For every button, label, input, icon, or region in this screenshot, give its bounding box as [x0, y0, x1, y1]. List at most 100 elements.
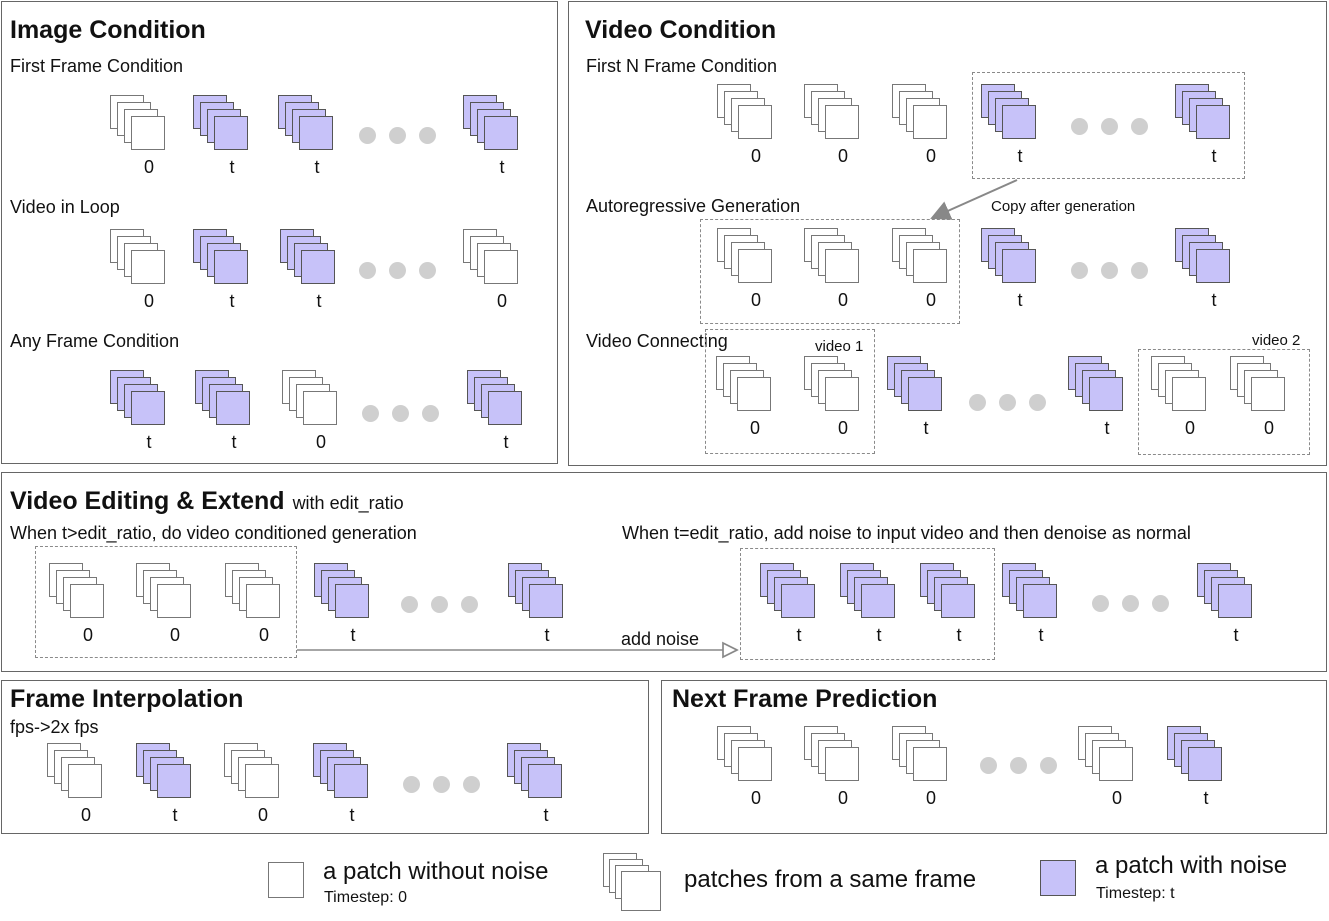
first-frame-3-noisy-patch-stack — [278, 95, 338, 155]
edit-left-3-clean-patch-stack — [225, 563, 285, 623]
ellipsis-dot — [389, 127, 406, 144]
ellipsis-dots-4 — [1071, 118, 1151, 135]
autoregressive-caption: Autoregressive Generation — [586, 196, 801, 216]
ellipsis-dot — [1152, 595, 1169, 612]
video-connecting-3-timestep-label: t — [923, 418, 929, 438]
video-in-loop-caption: Video in Loop — [10, 197, 120, 217]
video-connecting-5-clean-patch-stack — [1151, 356, 1211, 416]
any-frame-4-timestep-label: t — [503, 432, 509, 452]
first-frame-4-noisy-patch-stack — [463, 95, 523, 155]
ellipsis-dot — [362, 405, 379, 422]
first-frame-1-clean-patch-stack — [110, 95, 170, 155]
ellipsis-dots-8 — [1092, 595, 1172, 612]
autoregressive-5-timestep-label: t — [1211, 290, 1217, 310]
first-n-4-noisy-patch-stack — [981, 84, 1041, 144]
image-condition-title: Image Condition — [10, 16, 206, 44]
ellipsis-dot — [419, 127, 436, 144]
ellipsis-dot — [980, 757, 997, 774]
edit-right-1-noisy-patch-stack — [760, 563, 820, 623]
first-n-1-clean-patch-stack — [717, 84, 777, 144]
ellipsis-dots-5 — [1071, 262, 1151, 279]
legend-noisy-patch — [1040, 860, 1076, 896]
next-frame-panel: Next Frame Prediction — [661, 680, 1327, 834]
video-loop-1-clean-patch-stack — [110, 229, 170, 289]
edit-right-caption: When t=edit_ratio, add noise to input vi… — [622, 523, 1191, 543]
video-connecting-3-noisy-patch-stack — [887, 356, 947, 416]
autoregressive-4-noisy-patch-stack — [981, 228, 1041, 288]
video-1-group — [705, 329, 875, 454]
ellipsis-dots-10 — [980, 757, 1060, 774]
first-n-3-timestep-label: 0 — [925, 146, 936, 166]
video-loop-4-clean-patch-stack — [463, 229, 523, 289]
ellipsis-dot — [1122, 595, 1139, 612]
ellipsis-dot — [389, 262, 406, 279]
autoregressive-4-timestep-label: t — [1017, 290, 1023, 310]
legend-clean-patch — [268, 862, 304, 898]
edit-right-3-timestep-label: t — [956, 625, 962, 645]
legend-patch-stack — [603, 853, 663, 913]
video-condition-title: Video Condition — [585, 16, 777, 44]
first-frame-2-noisy-patch-stack — [193, 95, 253, 155]
any-frame-2-noisy-patch-stack — [195, 370, 255, 430]
video-loop-3-noisy-patch-stack — [280, 229, 340, 289]
interpolation-4-noisy-patch-stack — [313, 743, 373, 803]
next-frame-4-clean-patch-stack — [1078, 726, 1138, 786]
next-frame-5-timestep-label: t — [1203, 788, 1209, 808]
ellipsis-dot — [1131, 118, 1148, 135]
autoregressive-1-clean-patch-stack — [717, 228, 777, 288]
ellipsis-dots-1 — [359, 127, 439, 144]
interpolation-5-noisy-patch-stack — [507, 743, 567, 803]
autoregressive-3-timestep-label: 0 — [925, 290, 936, 310]
interpolation-5-timestep-label: t — [543, 805, 549, 825]
ellipsis-dot — [422, 405, 439, 422]
interpolation-3-clean-patch-stack — [224, 743, 284, 803]
edit-left-3-timestep-label: 0 — [258, 625, 269, 645]
video-connecting-4-timestep-label: t — [1104, 418, 1110, 438]
ellipsis-dots-7 — [401, 596, 481, 613]
ellipsis-dot — [999, 394, 1016, 411]
edit-right-1-timestep-label: t — [796, 625, 802, 645]
video-connecting-1-timestep-label: 0 — [749, 418, 760, 438]
fps-caption: fps->2x fps — [10, 717, 99, 737]
edit-left-5-noisy-patch-stack — [508, 563, 568, 623]
ellipsis-dots-3 — [362, 405, 442, 422]
edit-right-5-noisy-patch-stack — [1197, 563, 1257, 623]
next-frame-title: Next Frame Prediction — [672, 685, 938, 713]
edit-right-2-timestep-label: t — [876, 625, 882, 645]
video-loop-1-timestep-label: 0 — [143, 291, 154, 311]
first-frame-4-timestep-label: t — [499, 157, 505, 177]
ellipsis-dot — [1101, 262, 1118, 279]
legend-noisy-label: a patch with noise — [1095, 852, 1288, 879]
ellipsis-dot — [433, 776, 450, 793]
ellipsis-dot — [463, 776, 480, 793]
autoregressive-2-clean-patch-stack — [804, 228, 864, 288]
video-connecting-4-noisy-patch-stack — [1068, 356, 1128, 416]
add-noise-label: add noise — [621, 629, 700, 649]
autoregressive-1-timestep-label: 0 — [750, 290, 761, 310]
edit-right-4-noisy-patch-stack — [1002, 563, 1062, 623]
first-frame-condition-caption: First Frame Condition — [10, 56, 184, 76]
video-editing-title-text: Video Editing & Extend — [10, 487, 285, 515]
video-connecting-1-clean-patch-stack — [716, 356, 776, 416]
next-frame-2-clean-patch-stack — [804, 726, 864, 786]
next-frame-2-timestep-label: 0 — [837, 788, 848, 808]
ellipsis-dots-2 — [359, 262, 439, 279]
first-n-1-timestep-label: 0 — [750, 146, 761, 166]
edit-left-2-clean-patch-stack — [136, 563, 196, 623]
interpolation-1-timestep-label: 0 — [80, 805, 91, 825]
video-2-group — [1138, 349, 1310, 455]
autoregressive-5-noisy-patch-stack — [1175, 228, 1235, 288]
video-connecting-caption: Video Connecting — [586, 331, 728, 351]
first-n-5-noisy-patch-stack — [1175, 84, 1235, 144]
video-connecting-2-timestep-label: 0 — [837, 418, 848, 438]
video-loop-3-timestep-label: t — [316, 291, 322, 311]
video-loop-2-timestep-label: t — [229, 291, 235, 311]
next-frame-5-noisy-patch-stack — [1167, 726, 1227, 786]
legend-clean-sub: Timestep: 0 — [324, 889, 407, 906]
ellipsis-dots-6 — [969, 394, 1049, 411]
first-n-frame-caption: First N Frame Condition — [586, 56, 778, 76]
ellipsis-dot — [392, 405, 409, 422]
first-frame-1-timestep-label: 0 — [143, 157, 154, 177]
ellipsis-dot — [1071, 118, 1088, 135]
